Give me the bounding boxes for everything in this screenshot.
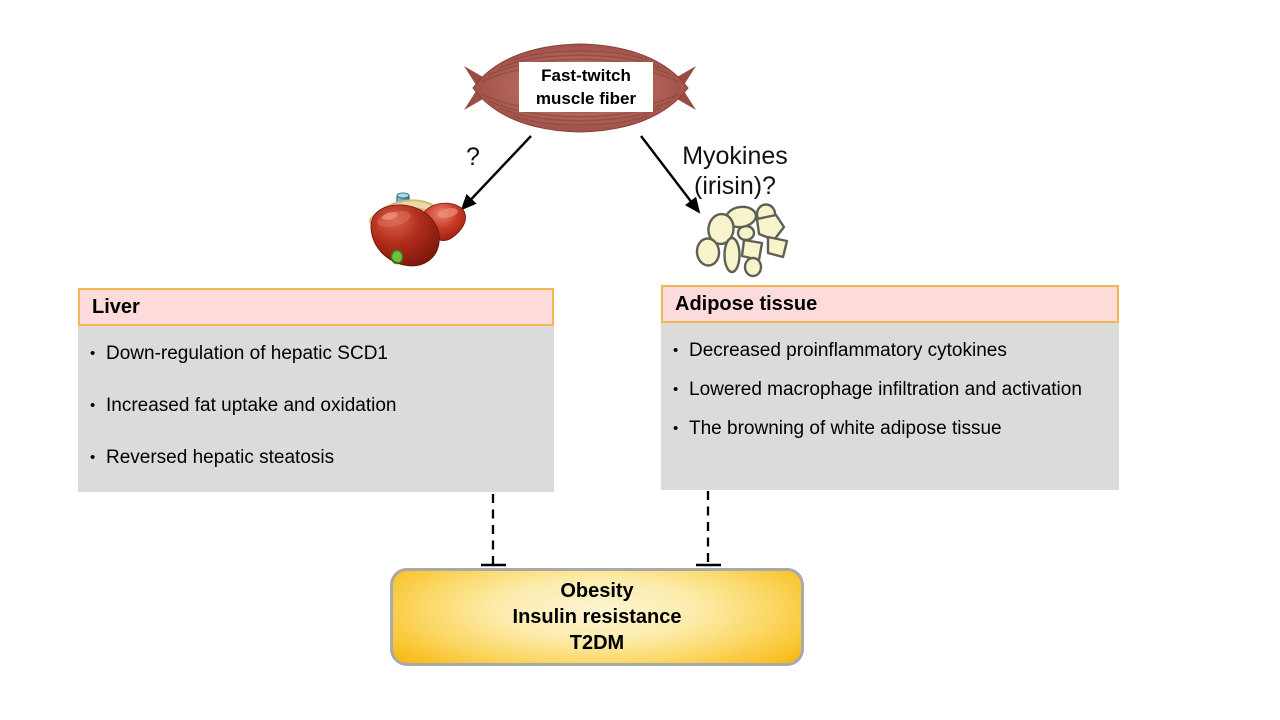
list-item: • Lowered macrophage infiltration and ac…	[673, 374, 1106, 406]
adipose-cell	[766, 235, 789, 259]
liver-panel: Liver • Down-regulation of hepatic SCD1 …	[78, 288, 554, 492]
outcome-line: T2DM	[569, 632, 625, 654]
liver-panel-title: Liver	[78, 288, 554, 326]
adipose-cell	[755, 213, 786, 242]
left-arrow-question-label: ?	[466, 143, 480, 171]
adipose-cell	[707, 212, 735, 246]
liver-bullet-list: • Down-regulation of hepatic SCD1 • Incr…	[90, 338, 541, 474]
adipose-cell	[743, 256, 763, 278]
gallbladder-icon	[390, 249, 404, 265]
arrow-to-liver	[460, 135, 532, 211]
bullet-icon: •	[673, 420, 679, 437]
adipose-panel: Adipose tissue • Decreased proinflammato…	[661, 285, 1119, 490]
liver-bottom-edge	[380, 251, 422, 266]
adipose-tissue-illustration	[695, 203, 789, 278]
bullet-text: The browning of white adipose tissue	[689, 418, 1002, 439]
liver-panel-body: • Down-regulation of hepatic SCD1 • Incr…	[78, 326, 554, 492]
inhibition-connector-liver	[481, 494, 506, 567]
bullet-icon: •	[90, 397, 96, 414]
bullet-icon: •	[90, 449, 96, 466]
adipose-cell	[723, 236, 741, 274]
bullet-text: Lowered macrophage infiltration and acti…	[689, 379, 1082, 400]
bullet-icon: •	[90, 345, 96, 362]
adipose-bullet-list: • Decreased proinflammatory cytokines • …	[673, 335, 1106, 445]
adipose-panel-title: Adipose tissue	[661, 285, 1119, 323]
bullet-icon: •	[673, 342, 679, 359]
outcome-line: Obesity	[560, 580, 634, 602]
list-item: • Decreased proinflammatory cytokines	[673, 335, 1106, 367]
inhibition-connector-adipose	[696, 491, 721, 567]
liver-right-lobe-highlight	[438, 208, 458, 218]
liver-vein-top	[396, 192, 410, 199]
outcome-box: Obesity Insulin resistance T2DM	[390, 568, 804, 666]
bullet-text: Down-regulation of hepatic SCD1	[106, 343, 388, 364]
list-item: • Down-regulation of hepatic SCD1	[90, 338, 541, 370]
liver-left-lobe-gloss	[382, 212, 398, 220]
bullet-text: Reversed hepatic steatosis	[106, 447, 335, 468]
list-item: • Reversed hepatic steatosis	[90, 442, 541, 474]
right-arrow-myokines-label: Myokines (irisin)?	[682, 142, 788, 200]
muscle-striations	[480, 50, 680, 126]
muscle-fiber-label: Fast-twitch muscle fiber	[519, 62, 653, 112]
adipose-cell	[695, 237, 721, 267]
liver-illustration	[369, 192, 466, 267]
adipose-panel-body: • Decreased proinflammatory cytokines • …	[661, 323, 1119, 490]
list-item: • Increased fat uptake and oxidation	[90, 390, 541, 422]
arrow-to-adipose	[640, 135, 701, 214]
bullet-text: Increased fat uptake and oxidation	[106, 395, 397, 416]
outcome-line: Insulin resistance	[512, 606, 682, 628]
bullet-icon: •	[673, 381, 679, 398]
bullet-text: Decreased proinflammatory cytokines	[689, 340, 1007, 361]
list-item: • The browning of white adipose tissue	[673, 413, 1106, 445]
